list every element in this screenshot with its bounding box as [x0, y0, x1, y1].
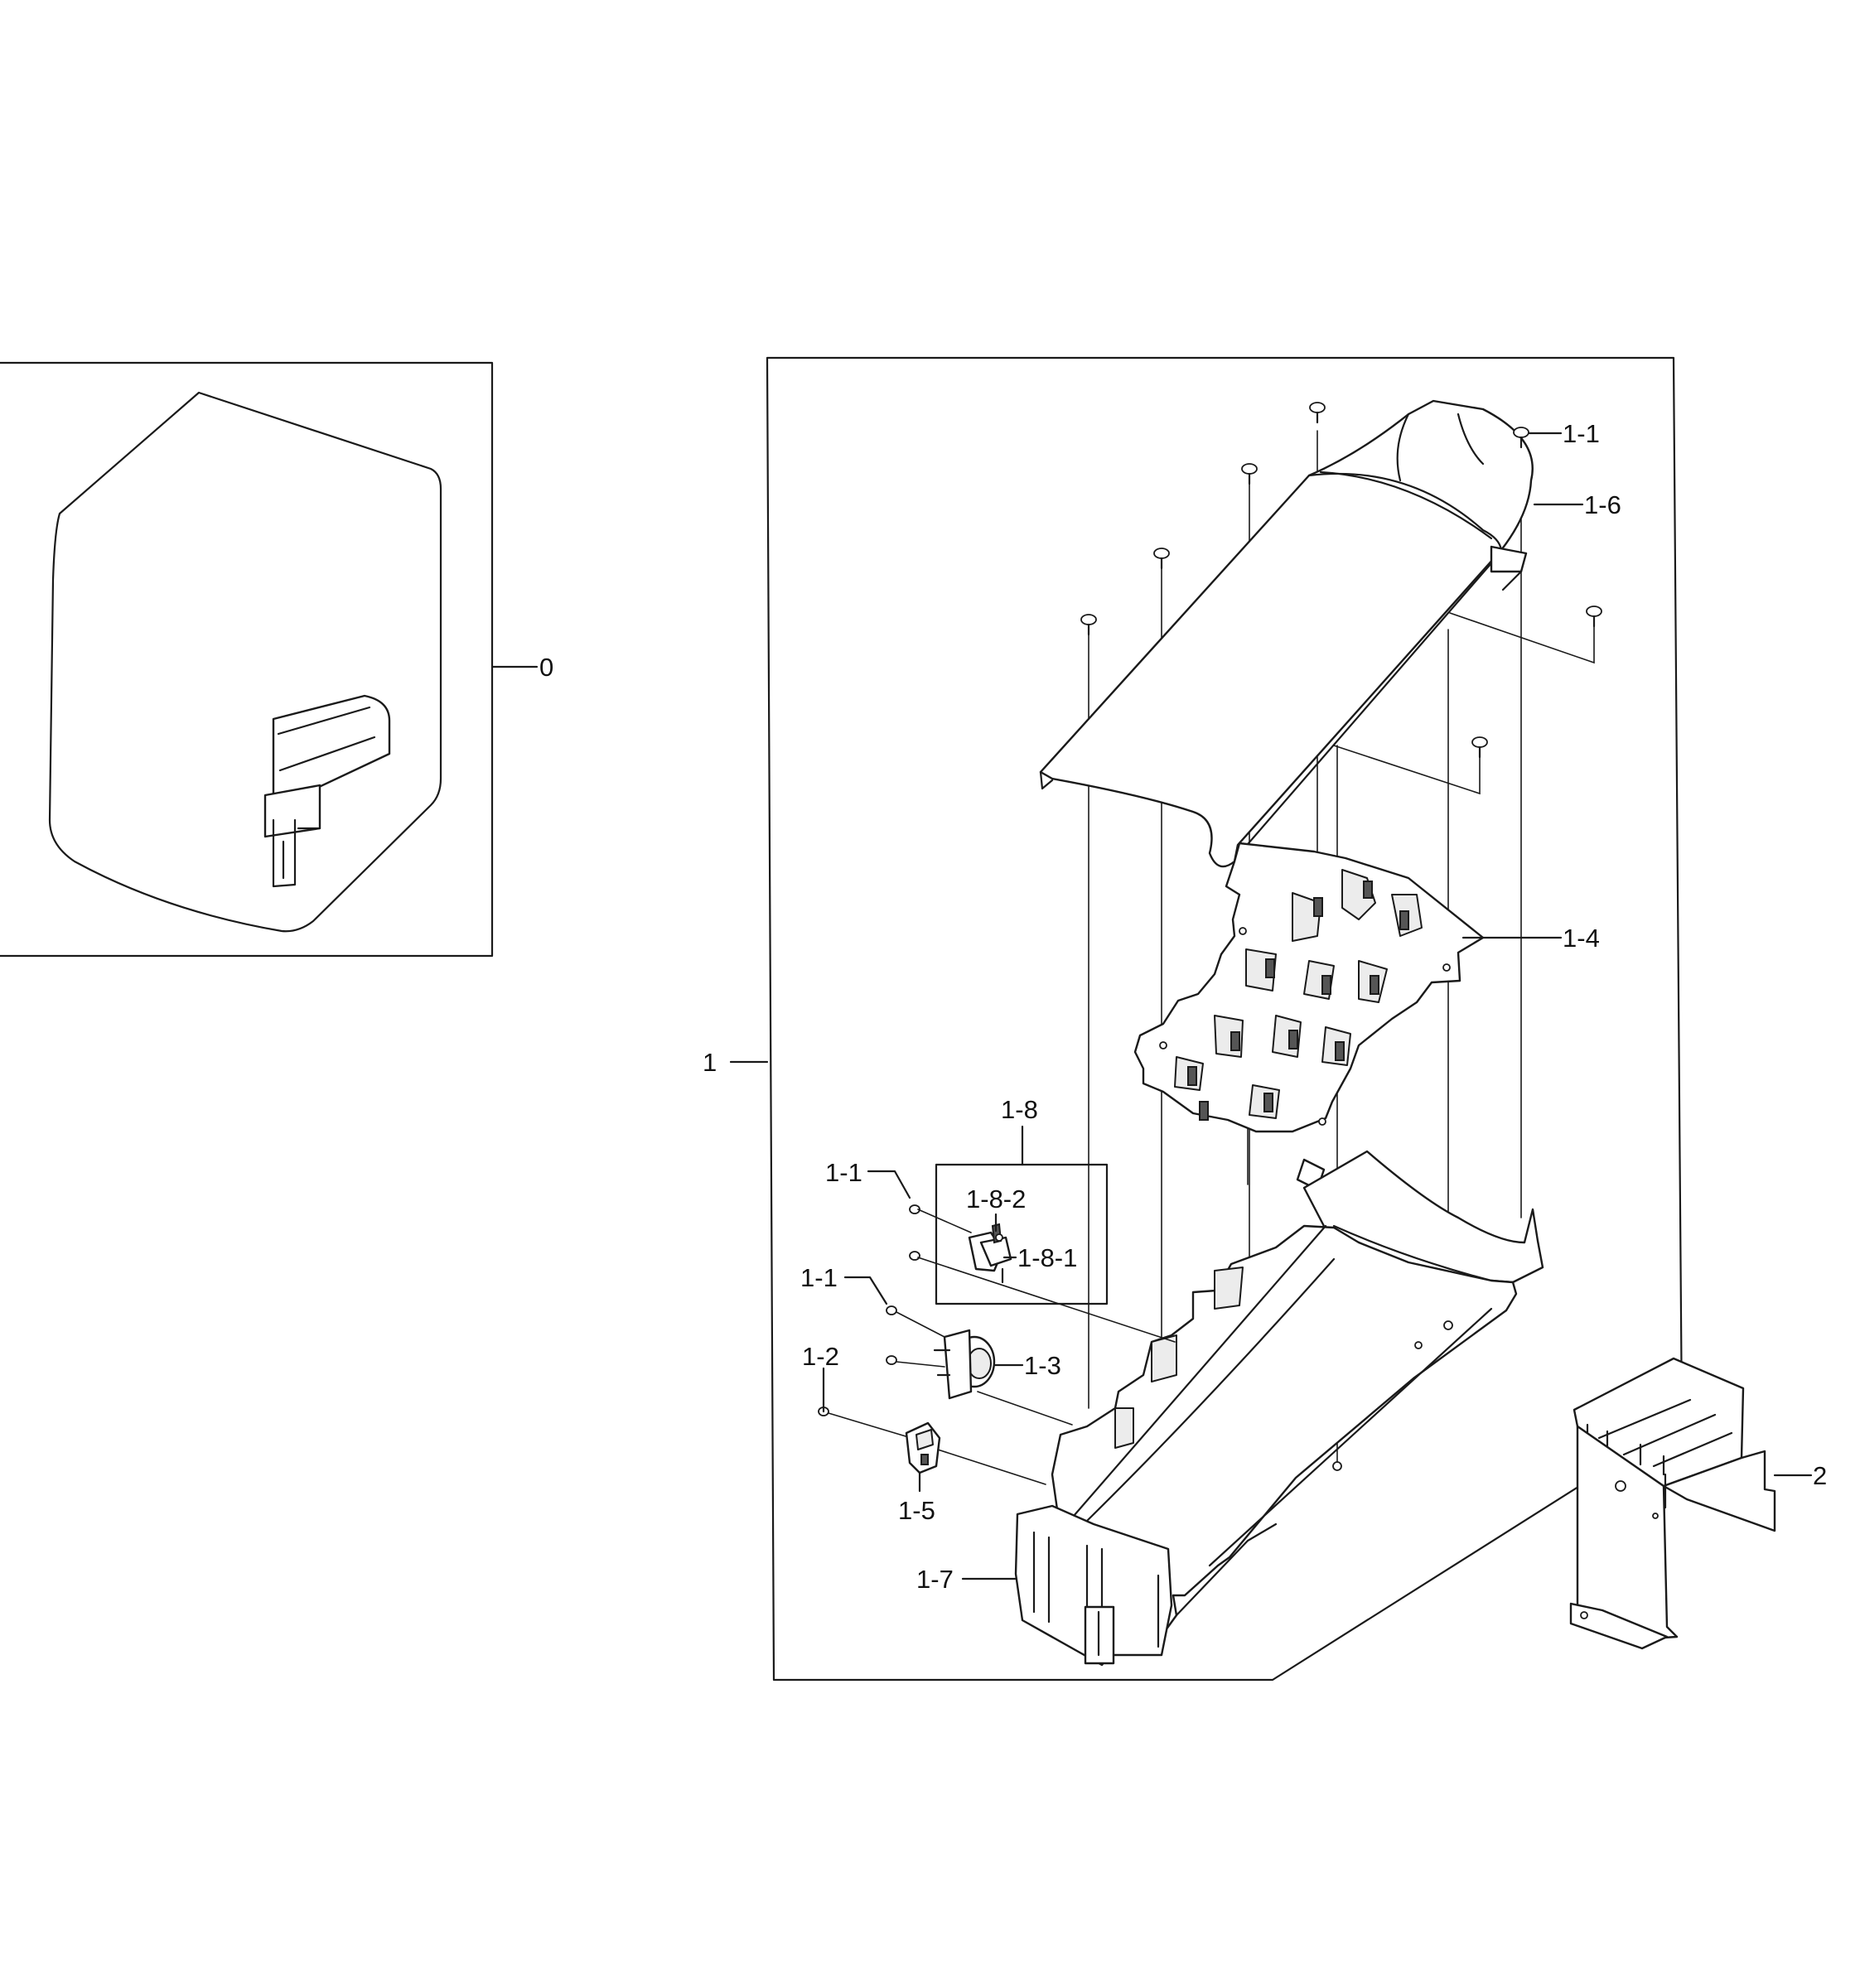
screw-3: [1241, 463, 1258, 485]
screw-2: [1153, 548, 1170, 570]
overview-panel: 0: [0, 361, 553, 958]
overview-heater-assembly: [263, 694, 391, 888]
screw-4: [1309, 402, 1326, 424]
screw-6: [1586, 606, 1602, 628]
heater-mounting-bracket: [1569, 1357, 1776, 1650]
leader-1-1-lower: [843, 1276, 888, 1305]
high-limit-thermostat: [896, 1311, 1073, 1426]
callout-1-8-1: 1-8-1: [1017, 1243, 1077, 1272]
heater-duct: [1014, 1150, 1544, 1667]
heater-housing-cover: [1039, 399, 1534, 868]
callout-1-2: 1-2: [802, 1342, 839, 1371]
screw-1-1-upper: [909, 1204, 1176, 1343]
callout-1-4: 1-4: [1563, 924, 1600, 953]
dryer-cabinet-outline: [48, 391, 442, 933]
top-screws: [1080, 402, 1602, 759]
callout-1-3: 1-3: [1024, 1351, 1061, 1380]
screw-1-1-lower: [886, 1305, 897, 1365]
cover-body: [1039, 399, 1534, 868]
screw-1: [1080, 614, 1097, 636]
bracket-wing: [1662, 1450, 1776, 1532]
screw-5: [1513, 427, 1529, 449]
callout-1-6: 1-6: [1584, 490, 1621, 519]
thermal-fuse: [905, 1421, 1046, 1485]
screw-1-2: [818, 1402, 912, 1439]
callout-1-1-top: 1-1: [1563, 419, 1600, 448]
overview-frame: [0, 361, 494, 958]
heater-assembly-panel: 1: [703, 356, 1684, 1682]
callout-1-5: 1-5: [898, 1496, 935, 1525]
heater-assembly-frame: [766, 356, 1684, 1682]
callout-2: 2: [1813, 1461, 1827, 1490]
thermostat-parts: [968, 1223, 1012, 1284]
callout-1-7: 1-7: [916, 1565, 954, 1594]
heater-element-plate: [1133, 842, 1485, 1191]
callout-1-8: 1-8: [1001, 1095, 1038, 1124]
leader-1-1-upper: [867, 1170, 911, 1199]
callout-1-1-upper: 1-1: [825, 1158, 862, 1187]
duct-front-plate: [1014, 1504, 1173, 1667]
callout-1: 1: [703, 1048, 717, 1077]
callout-1-8-2: 1-8-2: [966, 1185, 1026, 1214]
screw-7: [1471, 736, 1488, 759]
callout-0: 0: [539, 653, 553, 682]
duct-floor: [1051, 1224, 1518, 1653]
callout-1-1-lower: 1-1: [800, 1263, 838, 1292]
